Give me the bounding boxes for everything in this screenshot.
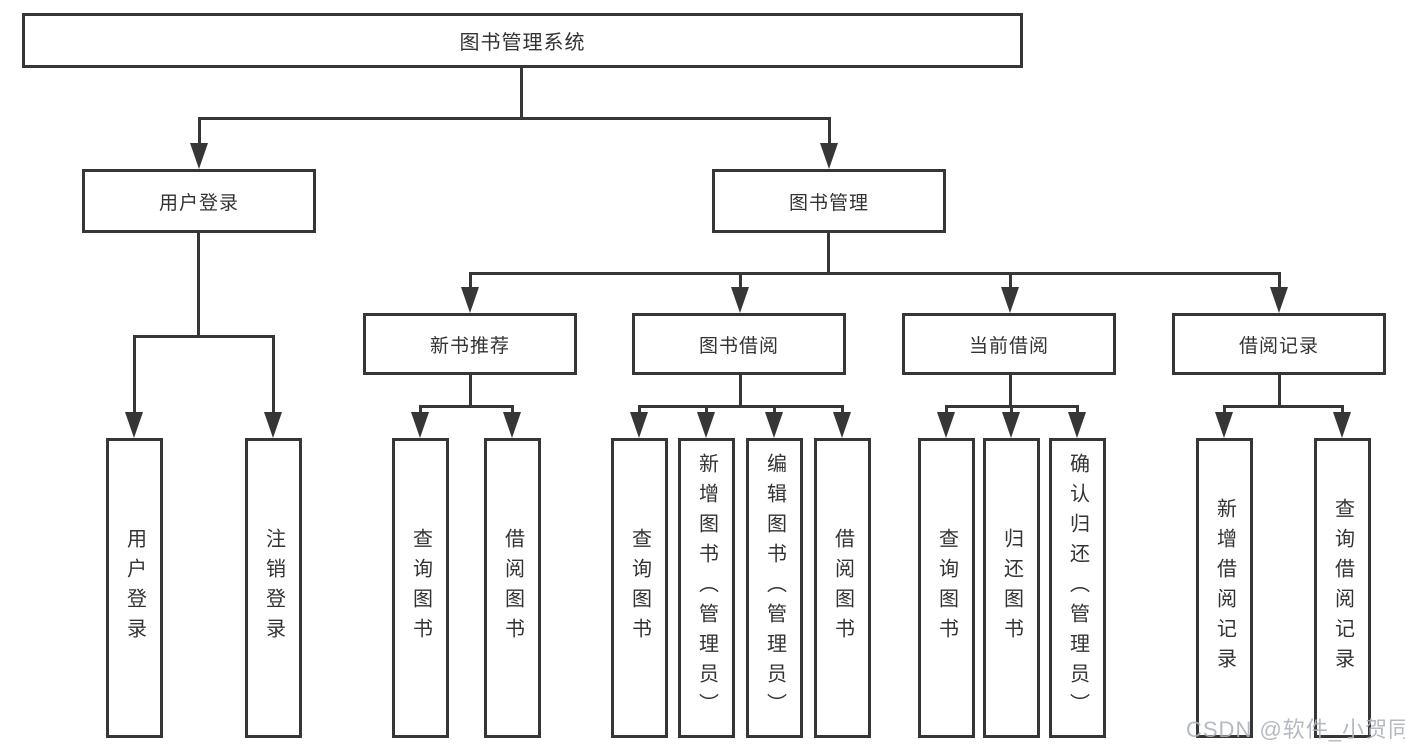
connector-root-rail	[198, 117, 831, 120]
leaf-label: 归还图书	[1000, 528, 1023, 648]
connector-arrow-leaf	[937, 412, 955, 438]
connector-arrow-current-borrow	[1001, 287, 1019, 313]
leaf-add-books-admin: 新增图书（管理员）	[678, 438, 735, 738]
connector-stub	[945, 407, 948, 414]
csdn-watermark: CSDN @软件_小贺同学	[1186, 717, 1405, 742]
connector-arrow-new-book	[461, 287, 479, 313]
leaf-query-books-current: 查询图书	[918, 438, 975, 738]
node-library-system: 图书管理系统	[22, 13, 1023, 68]
leaf-add-borrow-record: 新增借阅记录	[1196, 438, 1253, 738]
leaf-query-borrow-record: 查询借阅记录	[1314, 438, 1371, 738]
leaf-query-books-borrow: 查询图书	[611, 438, 668, 738]
node-book-management: 图书管理	[712, 169, 946, 233]
leaf-label: 新增图书（管理员）	[695, 453, 718, 723]
leaf-label: 查询图书	[628, 528, 651, 648]
leaf-user-login: 用户登录	[106, 438, 163, 738]
connector-book-mgmt-stem	[827, 233, 830, 274]
connector-drop-book-borrow	[739, 272, 742, 290]
connector-current-borrow-stem	[1009, 375, 1012, 408]
leaf-label: 用户登录	[123, 528, 146, 648]
connector-stub	[419, 407, 422, 414]
connector-arrow-leaf	[1002, 412, 1020, 438]
connector-borrow-records-stem	[1278, 375, 1281, 408]
leaf-label: 借阅图书	[501, 528, 524, 648]
leaf-label: 新增借阅记录	[1213, 498, 1236, 678]
connector-arrow-leaf	[1333, 412, 1351, 438]
connector-arrow-user-login	[190, 143, 208, 169]
leaf-label: 编辑图书（管理员）	[763, 453, 786, 723]
connector-drop-current-borrow	[1009, 272, 1012, 290]
connector-arrow-leaf	[1068, 412, 1086, 438]
connector-arrow-leaf	[630, 412, 648, 438]
connector-arrow-borrow-records	[1270, 287, 1288, 313]
node-user-login: 用户登录	[82, 169, 316, 233]
connector-arrow-leaf	[765, 412, 783, 438]
connector-drop-user-login	[198, 117, 201, 147]
connector-arrow-book-management	[820, 143, 838, 169]
connector-stub	[773, 407, 776, 414]
connector-borrow-records-rail	[1223, 405, 1344, 408]
connector-drop-book-management	[828, 117, 831, 147]
leaf-label: 查询图书	[935, 528, 958, 648]
connector-book-borrow-rail	[638, 405, 844, 408]
connector-stub	[1010, 407, 1013, 414]
connector-arrow-leaf	[697, 412, 715, 438]
leaf-logout: 注销登录	[245, 438, 302, 738]
leaf-label: 查询图书	[409, 528, 432, 648]
connector-stub	[511, 407, 514, 414]
node-current-borrow: 当前借阅	[902, 313, 1116, 375]
node-book-borrow: 图书借阅	[632, 313, 846, 375]
connector-new-book-rail	[419, 405, 514, 408]
connector-book-mgmt-rail	[469, 272, 1281, 275]
leaf-confirm-return-admin: 确认归还（管理员）	[1049, 438, 1106, 738]
leaf-label: 查询借阅记录	[1331, 498, 1354, 678]
leaf-return-books: 归还图书	[983, 438, 1040, 738]
connector-user-login-stem	[197, 233, 200, 335]
node-new-book-recommend: 新书推荐	[363, 313, 577, 375]
leaf-borrow-books-recommend: 借阅图书	[484, 438, 541, 738]
leaf-label: 借阅图书	[831, 528, 854, 648]
connector-drop-logout-leaf	[272, 335, 275, 414]
connector-stub	[638, 407, 641, 414]
connector-arrow-leaf	[833, 412, 851, 438]
connector-drop-borrow-records	[1278, 272, 1281, 290]
connector-arrow-leaf	[503, 412, 521, 438]
connector-arrow-leaf	[1215, 412, 1233, 438]
connector-current-borrow-rail	[945, 405, 1079, 408]
leaf-label: 注销登录	[262, 528, 285, 648]
connector-stub	[1341, 407, 1344, 414]
leaf-edit-books-admin: 编辑图书（管理员）	[746, 438, 803, 738]
connector-new-book-stem	[469, 375, 472, 408]
connector-arrow-login-leaf	[125, 412, 143, 438]
connector-arrow-logout-leaf	[264, 412, 282, 438]
leaf-borrow-books: 借阅图书	[814, 438, 871, 738]
leaf-label: 确认归还（管理员）	[1066, 453, 1089, 723]
node-borrow-records: 借阅记录	[1172, 313, 1386, 375]
connector-stub	[1223, 407, 1226, 414]
connector-arrow-leaf	[411, 412, 429, 438]
connector-stub	[705, 407, 708, 414]
connector-book-borrow-stem	[739, 375, 742, 408]
connector-arrow-book-borrow	[731, 287, 749, 313]
leaf-query-books-recommend: 查询图书	[392, 438, 449, 738]
connector-stub	[1076, 407, 1079, 414]
connector-root-stem	[520, 66, 523, 117]
connector-drop-login-leaf	[133, 335, 136, 414]
connector-user-login-rail	[133, 335, 275, 338]
connector-stub	[841, 407, 844, 414]
connector-drop-new-book	[469, 272, 472, 290]
